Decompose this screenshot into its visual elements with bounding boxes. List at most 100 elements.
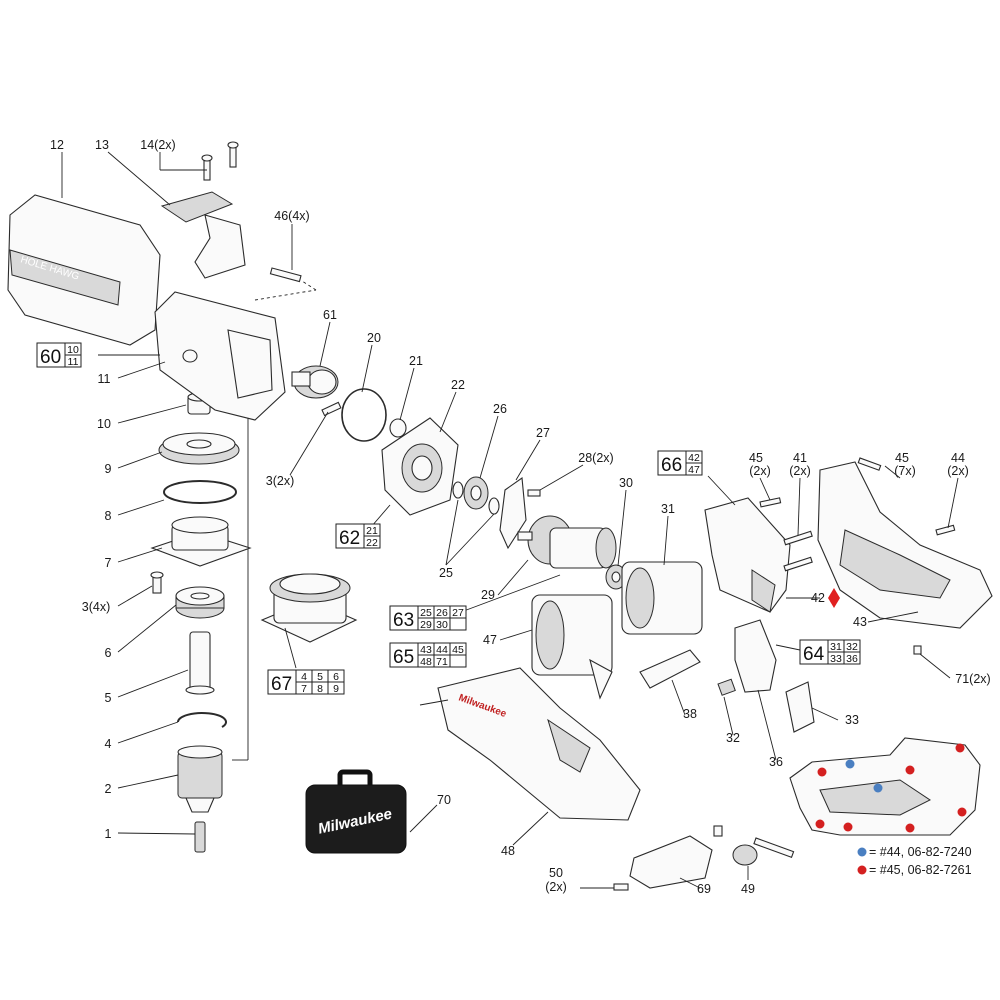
svg-text:21: 21: [366, 525, 378, 537]
label-49: 49: [741, 882, 755, 896]
part-3-screw-left: [150, 571, 164, 594]
label-50-a: 50: [549, 866, 563, 880]
label-45-d: (7x): [894, 464, 916, 478]
label-42: 42: [811, 591, 825, 605]
svg-text:6: 6: [333, 671, 339, 683]
label-45-c: 45: [895, 451, 909, 465]
part-70-carrying-case: Milwaukee: [305, 769, 407, 854]
label-44-a: 44: [951, 451, 965, 465]
label-50-b: (2x): [545, 880, 567, 894]
part-67-gear-assembly: [260, 573, 358, 643]
svg-text:30: 30: [436, 619, 448, 631]
legend-red-text: = #45, 06-82-7261: [869, 863, 972, 877]
label-44-b: (2x): [947, 464, 969, 478]
part-49-chuck-key: [732, 837, 795, 866]
svg-text:11: 11: [68, 356, 79, 368]
label-9: 9: [105, 462, 112, 476]
svg-text:63: 63: [393, 610, 414, 631]
red-screw-dot: [817, 767, 827, 777]
svg-text:64: 64: [803, 644, 825, 665]
callout-labels: 12 13 14(2x) 46(4x) 11 10 9 8 7 3(4x) 6 …: [50, 138, 991, 896]
label-21: 21: [409, 354, 423, 368]
part-64-switch: [734, 619, 777, 693]
label-69: 69: [697, 882, 711, 896]
part-45-screws-pair: [759, 497, 782, 508]
part-31-field: [621, 561, 703, 635]
part-66-housing-half: [704, 497, 791, 613]
svg-text:43: 43: [420, 644, 432, 656]
group-box-66: 66 42 47: [657, 450, 703, 476]
blue-screw-dot: [873, 783, 883, 793]
svg-text:27: 27: [452, 607, 464, 619]
svg-text:45: 45: [452, 644, 464, 656]
label-71: 71(2x): [955, 672, 990, 686]
part-21-bushing: [389, 418, 407, 438]
red-screw-dot: [843, 822, 853, 832]
label-29: 29: [481, 588, 495, 602]
part-46-pin: [269, 267, 302, 283]
svg-text:33: 33: [830, 653, 842, 665]
legend-blue-dot: [857, 847, 867, 857]
label-13: 13: [95, 138, 109, 152]
part-28-screws: [527, 489, 541, 497]
part-45-screws-seven: [857, 457, 882, 471]
label-61: 61: [323, 308, 337, 322]
label-3-4x: 3(4x): [82, 600, 110, 614]
part-43-handle-half: [817, 461, 993, 629]
group-box-63: 63 25 26 27 29 30: [389, 605, 467, 631]
label-20: 20: [367, 331, 381, 345]
part-3-screws-pair: [321, 401, 342, 417]
svg-text:10: 10: [67, 344, 79, 356]
svg-text:62: 62: [339, 528, 360, 549]
label-22: 22: [451, 378, 465, 392]
label-10: 10: [97, 417, 111, 431]
red-screw-dot: [815, 819, 825, 829]
screw-legend: = #44, 06-82-7240 = #45, 06-82-7261: [857, 845, 972, 877]
svg-text:65: 65: [393, 647, 414, 668]
part-29-armature: [517, 515, 617, 569]
group-box-60: 60 10 11: [36, 342, 82, 368]
group-box-64: 64 31 32 33 36: [799, 639, 861, 665]
part-27-brush-bracket: [499, 477, 527, 550]
part-69-bracket: [629, 835, 713, 889]
part-13-side-handle: [160, 191, 246, 279]
part-8-ring: [163, 480, 237, 504]
red-screw-dot: [905, 823, 915, 833]
label-45-a: 45: [749, 451, 763, 465]
label-47: 47: [483, 633, 497, 647]
legend-red-dot: [857, 865, 867, 875]
svg-text:26: 26: [436, 607, 448, 619]
label-48: 48: [501, 844, 515, 858]
svg-text:71: 71: [436, 656, 448, 668]
part-20-gasket: [341, 388, 387, 442]
label-45-b: (2x): [749, 464, 771, 478]
svg-text:42: 42: [688, 452, 700, 464]
label-46: 46(4x): [274, 209, 309, 223]
svg-text:8: 8: [317, 683, 323, 695]
svg-text:48: 48: [420, 656, 432, 668]
part-32-lever: [717, 678, 736, 696]
label-5: 5: [105, 691, 112, 705]
part-14-screws: [201, 141, 239, 181]
label-26: 26: [493, 402, 507, 416]
label-8: 8: [105, 509, 112, 523]
part-7-bearing-housing: [150, 516, 252, 567]
label-70: 70: [437, 793, 451, 807]
part-25-washer-a: [452, 481, 464, 499]
part-44-screws: [935, 524, 956, 536]
part-50-screws: [613, 883, 629, 891]
part-25-washer-b: [488, 497, 500, 515]
label-30: 30: [619, 476, 633, 490]
part-22-motor-plate: [381, 417, 459, 516]
label-4: 4: [105, 737, 112, 751]
label-7: 7: [105, 556, 112, 570]
label-31: 31: [661, 502, 675, 516]
label-36: 36: [769, 755, 783, 769]
label-11: 11: [98, 372, 111, 386]
svg-text:29: 29: [420, 619, 432, 631]
part-1-screw: [194, 821, 206, 853]
part-9-bevel-gear: [158, 432, 240, 465]
svg-text:7: 7: [301, 683, 307, 695]
svg-text:47: 47: [688, 464, 700, 476]
